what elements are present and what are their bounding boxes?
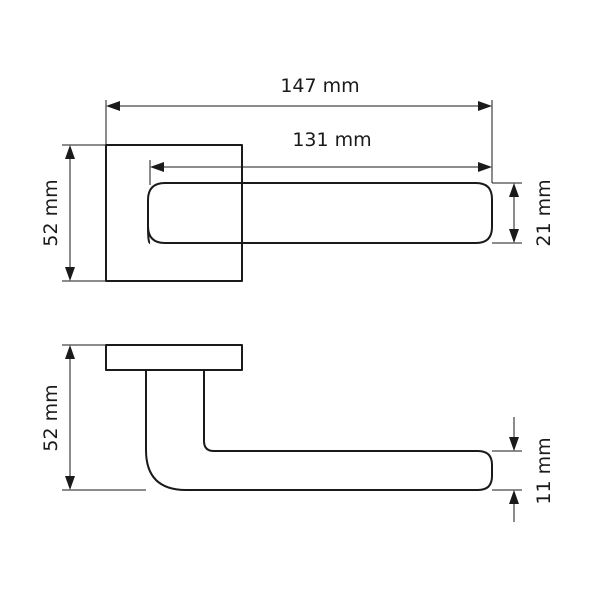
top-view [105, 144, 493, 282]
dimension-overall-length: 147 mm [105, 75, 493, 183]
dimension-lever-width: 21 mm [492, 179, 555, 247]
dimension-rose-height-side: 52 mm [40, 344, 146, 491]
dimension-lever-thickness: 11 mm [492, 417, 555, 522]
lever-length-label: 131 mm [292, 129, 371, 151]
dimension-rose-height-top: 52 mm [40, 144, 106, 282]
top-lever-outline [147, 182, 493, 244]
side-view [105, 344, 493, 491]
rose-height-side-label: 52 mm [40, 384, 62, 451]
rose-height-top-label: 52 mm [40, 179, 62, 246]
overall-length-label: 147 mm [280, 75, 359, 97]
lever-width-label: 21 mm [533, 179, 555, 246]
lever-thickness-label: 11 mm [533, 437, 555, 504]
dimension-lever-length: 131 mm [149, 129, 492, 185]
side-rose-plate [105, 344, 243, 371]
side-lever-outline [145, 370, 493, 491]
top-rose-square [105, 144, 243, 282]
